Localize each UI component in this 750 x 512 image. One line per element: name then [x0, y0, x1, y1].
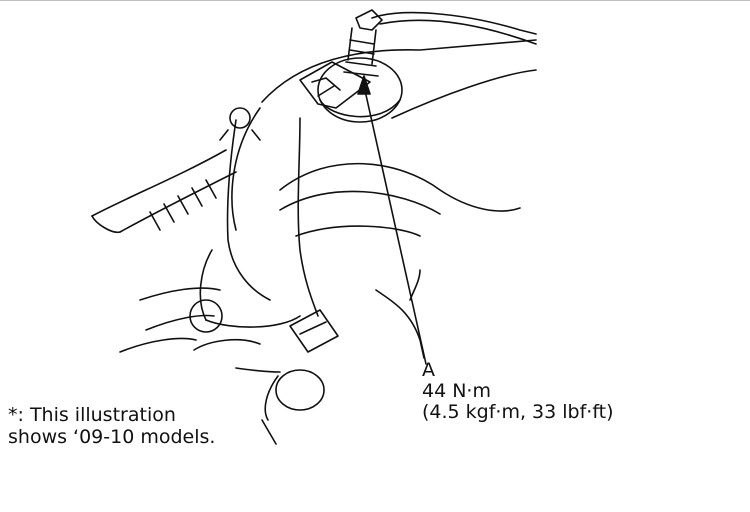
note-line-1: *: This illustration — [8, 404, 176, 426]
engine-body — [226, 119, 271, 301]
sensor-bracket — [299, 61, 371, 109]
leader-line — [363, 85, 427, 365]
exhaust-pipe — [279, 162, 521, 212]
bolt-lower — [275, 369, 325, 411]
note-line-2: shows ‘09-10 models. — [8, 426, 216, 448]
bolt-upper — [229, 107, 251, 129]
sensor-wire — [371, 11, 537, 45]
callout-label: A 44 N·m (4.5 kgf·m, 33 lbf·ft) — [422, 360, 614, 423]
callout-letter: A — [422, 359, 435, 381]
heat-shield — [261, 39, 537, 103]
sensor-boss — [317, 57, 403, 123]
leader-arrow — [357, 75, 371, 95]
sensor-body — [343, 27, 379, 77]
clamp — [289, 309, 339, 353]
top-border — [0, 0, 750, 1]
lower-hose — [139, 287, 221, 331]
torque-alt-value: (4.5 kgf·m, 33 lbf·ft) — [422, 401, 614, 423]
illustration-note: *: This illustration shows ‘09-10 models… — [8, 404, 215, 448]
sensor-connector — [355, 9, 383, 31]
hose — [91, 149, 237, 233]
torque-value: 44 N·m — [422, 380, 491, 402]
